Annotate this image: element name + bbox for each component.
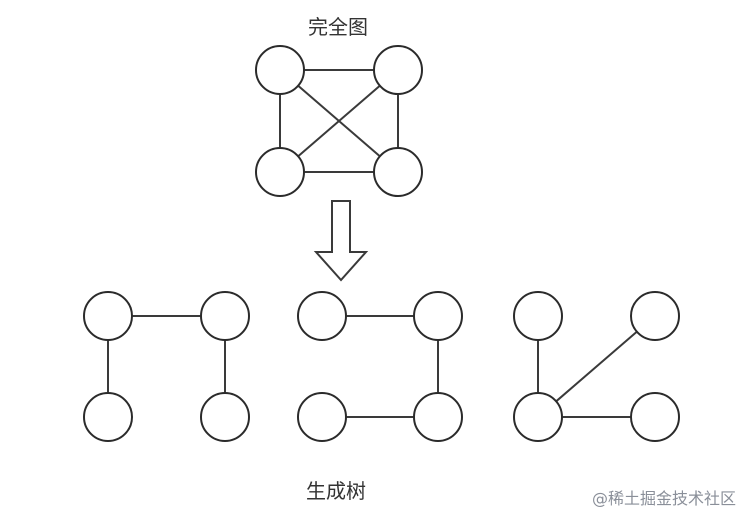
node-B bbox=[200, 291, 250, 341]
node-D bbox=[200, 392, 250, 442]
node-A bbox=[297, 291, 347, 341]
node-D bbox=[630, 392, 680, 442]
complete-graph-title: 完全图 bbox=[308, 15, 368, 39]
node-D bbox=[413, 392, 463, 442]
node-C bbox=[513, 392, 563, 442]
edge-B-C bbox=[555, 330, 638, 403]
node-A bbox=[83, 291, 133, 341]
node-D bbox=[373, 147, 423, 197]
spanning-tree-3 bbox=[513, 291, 680, 442]
down-arrow-icon bbox=[313, 200, 369, 282]
complete-graph bbox=[255, 45, 423, 197]
graphs-layer bbox=[83, 45, 680, 442]
edge-B-C bbox=[297, 84, 381, 158]
node-C bbox=[255, 147, 305, 197]
node-C bbox=[297, 392, 347, 442]
node-B bbox=[373, 45, 423, 95]
node-A bbox=[513, 291, 563, 341]
node-A bbox=[255, 45, 305, 95]
spanning-tree-2 bbox=[297, 291, 463, 442]
spanning-tree-1 bbox=[83, 291, 250, 442]
node-B bbox=[630, 291, 680, 341]
node-C bbox=[83, 392, 133, 442]
node-B bbox=[413, 291, 463, 341]
watermark-text: @稀土掘金技术社区 bbox=[592, 489, 736, 508]
spanning-tree-title: 生成树 bbox=[306, 479, 366, 503]
